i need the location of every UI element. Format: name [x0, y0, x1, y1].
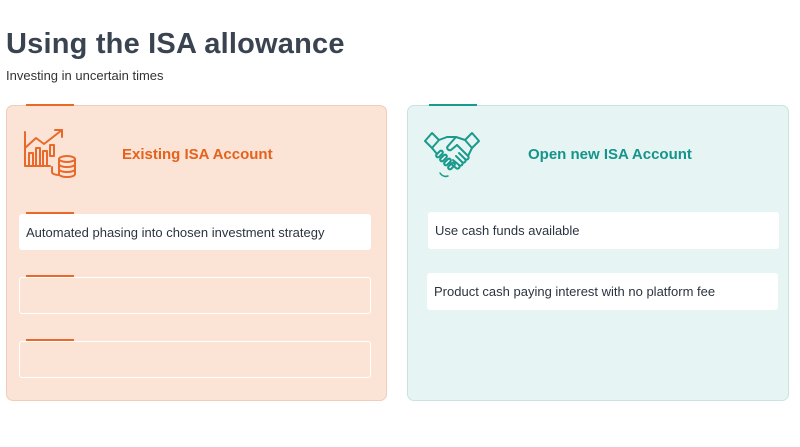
- page-subtitle: Investing in uncertain times: [6, 68, 164, 83]
- panel-accent-line: [26, 104, 74, 106]
- list-item: [19, 341, 371, 378]
- page-title: Using the ISA allowance: [6, 28, 345, 60]
- handshake-icon: [423, 127, 481, 181]
- existing-isa-panel: [6, 105, 387, 401]
- list-item-label: Use cash funds available: [435, 223, 580, 238]
- item-accent-line: [26, 339, 74, 341]
- panel-accent-line: [429, 104, 477, 106]
- item-accent-line: [26, 212, 74, 214]
- chart-coins-icon: [22, 126, 80, 182]
- list-item: Product cash paying interest with no pla…: [427, 273, 778, 310]
- list-item-label: Automated phasing into chosen investment…: [26, 224, 325, 240]
- new-isa-panel: [407, 105, 789, 401]
- list-item: [19, 277, 371, 314]
- new-isa-heading: Open new ISA Account: [528, 146, 692, 163]
- list-item: Automated phasing into chosen investment…: [19, 214, 371, 250]
- item-accent-line: [26, 275, 74, 277]
- list-item-label: Product cash paying interest with no pla…: [434, 284, 716, 299]
- list-item: Use cash funds available: [428, 212, 779, 249]
- existing-isa-heading: Existing ISA Account: [122, 146, 273, 163]
